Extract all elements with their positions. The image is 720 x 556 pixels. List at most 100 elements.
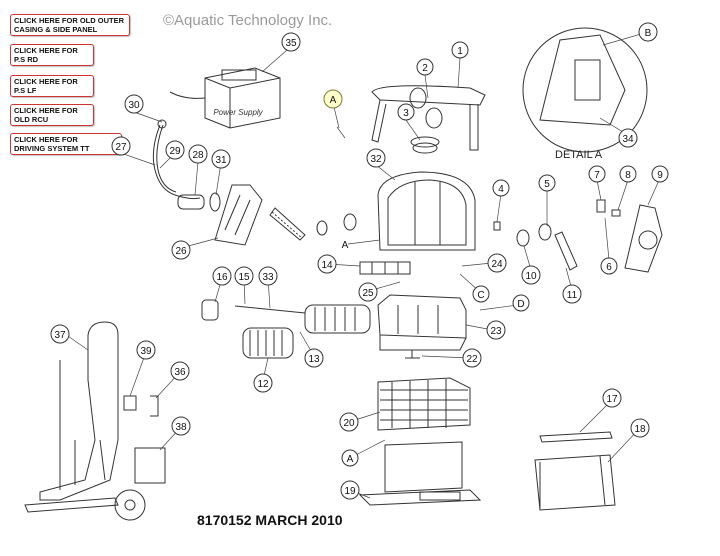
callout-3: 3 — [397, 103, 415, 121]
callout-26: 26 — [171, 240, 191, 260]
callout-7-label: 7 — [594, 170, 600, 181]
power-supply-label: Power Supply — [213, 108, 263, 117]
filter-frame-part[interactable] — [377, 377, 471, 431]
callout-16: 16 — [212, 266, 232, 286]
callout-a-top-label: A — [330, 95, 337, 106]
callout-33: 33 — [258, 266, 278, 286]
callout-36-label: 36 — [174, 367, 186, 378]
callout-7: 7 — [588, 165, 606, 183]
filter-clips-part[interactable] — [359, 261, 411, 275]
handle-part[interactable] — [371, 85, 486, 151]
swivel-part[interactable] — [177, 192, 221, 212]
callout-18-label: 18 — [634, 424, 646, 435]
callout-32: 32 — [366, 148, 386, 168]
driving-system-tt-link[interactable]: CLICK HERE FOR DRIVING SYSTEM TT — [10, 133, 122, 155]
callout-2-label: 2 — [422, 63, 428, 74]
callout-37: 37 — [50, 324, 70, 344]
callout-37-label: 37 — [54, 330, 66, 341]
callout-5: 5 — [538, 174, 556, 192]
callout-15: 15 — [234, 266, 254, 286]
motor-unit-part[interactable] — [377, 171, 476, 251]
bottom-housing-part[interactable] — [377, 294, 467, 359]
detail-a-label: DETAIL A — [555, 149, 603, 161]
copyright-notice: ©Aquatic Technology Inc. — [163, 12, 333, 29]
callout-35: 35 — [281, 32, 301, 52]
callout-36: 36 — [170, 361, 190, 381]
old-outer-casing-link[interactable]: CLICK HERE FOR OLD OUTER CASING & SIDE P… — [10, 14, 130, 36]
impeller-part[interactable] — [410, 136, 440, 154]
callout-a-mid-label: A — [342, 240, 349, 251]
track-right-part[interactable] — [516, 223, 578, 271]
callout-27-label: 27 — [115, 142, 127, 153]
callout-d: D — [512, 294, 530, 312]
callout-10-label: 10 — [525, 271, 537, 282]
callout-a-bot-label: A — [347, 454, 354, 465]
link-line: P.S LF — [14, 86, 37, 95]
filter-base-part[interactable] — [358, 441, 482, 506]
callout-18: 18 — [630, 418, 650, 438]
callout-33-label: 33 — [262, 272, 274, 283]
callout-24-label: 24 — [491, 259, 503, 270]
callout-11-label: 11 — [567, 290, 578, 301]
callout-35-label: 35 — [285, 38, 297, 49]
callout-a-bot: A — [341, 449, 359, 467]
callout-23: 23 — [486, 320, 506, 340]
callout-d-label: D — [517, 299, 524, 310]
ps-rd-link[interactable]: CLICK HERE FOR P.S RD — [10, 44, 94, 66]
floating-cable-part[interactable] — [152, 119, 201, 200]
side-panel-left-part[interactable] — [214, 184, 263, 246]
callout-14: 14 — [317, 254, 337, 274]
document-footer: 8170152 MARCH 2010 — [197, 512, 343, 528]
callout-20: 20 — [339, 412, 359, 432]
callout-23-label: 23 — [490, 326, 502, 337]
callout-10: 10 — [521, 265, 541, 285]
callout-12-label: 12 — [257, 379, 269, 390]
callout-25-label: 25 — [362, 288, 374, 299]
callout-c: C — [472, 285, 490, 303]
callout-34-label: 34 — [622, 134, 634, 145]
small-hardware-part[interactable] — [493, 199, 621, 231]
ps-lf-link[interactable]: CLICK HERE FOR P.S LF — [10, 75, 94, 97]
callout-19: 19 — [340, 480, 360, 500]
callout-22-label: 22 — [466, 354, 478, 365]
brush-roller-part[interactable] — [201, 299, 371, 359]
callout-15-label: 15 — [238, 272, 250, 283]
callout-32-label: 32 — [370, 154, 382, 165]
callout-38: 38 — [171, 416, 191, 436]
callout-39-label: 39 — [140, 346, 152, 357]
filter-bag-part[interactable] — [534, 431, 616, 511]
link-line: CLICK HERE FOR — [14, 135, 78, 144]
callout-19-label: 19 — [344, 486, 356, 497]
roller-part[interactable] — [409, 87, 443, 129]
leader-lines — [64, 31, 661, 499]
link-line: CASING & SIDE PANEL — [14, 25, 98, 34]
callout-17: 17 — [602, 388, 622, 408]
callout-22: 22 — [462, 348, 482, 368]
old-rcu-link[interactable]: CLICK HERE FOR OLD RCU — [10, 104, 94, 126]
callout-27: 27 — [111, 136, 131, 156]
link-line: CLICK HERE FOR — [14, 106, 78, 115]
callout-25: 25 — [358, 282, 378, 302]
callout-39: 39 — [136, 340, 156, 360]
side-panel-right-part[interactable] — [624, 204, 663, 273]
callout-28: 28 — [188, 144, 208, 164]
link-line: OLD RCU — [14, 115, 49, 124]
link-line: CLICK HERE FOR OLD OUTER — [14, 16, 124, 25]
callout-8-label: 8 — [625, 170, 631, 181]
callout-16-label: 16 — [216, 272, 228, 283]
callout-31: 31 — [211, 149, 231, 169]
callout-20-label: 20 — [343, 418, 355, 429]
caddy-clip-part[interactable] — [123, 395, 166, 484]
callout-31-label: 31 — [215, 155, 227, 166]
callout-28-label: 28 — [192, 150, 204, 161]
callout-b-label: B — [645, 28, 652, 39]
power-supply-part[interactable]: Power Supply — [169, 67, 281, 129]
callout-1-label: 1 — [457, 46, 463, 57]
link-line: CLICK HERE FOR — [14, 46, 78, 55]
track-left-part[interactable] — [269, 207, 357, 241]
caddy-cart-part[interactable] — [24, 321, 146, 521]
callout-a-top: A — [323, 89, 343, 109]
detail-a-view — [522, 27, 648, 153]
callout-4: 4 — [492, 179, 510, 197]
